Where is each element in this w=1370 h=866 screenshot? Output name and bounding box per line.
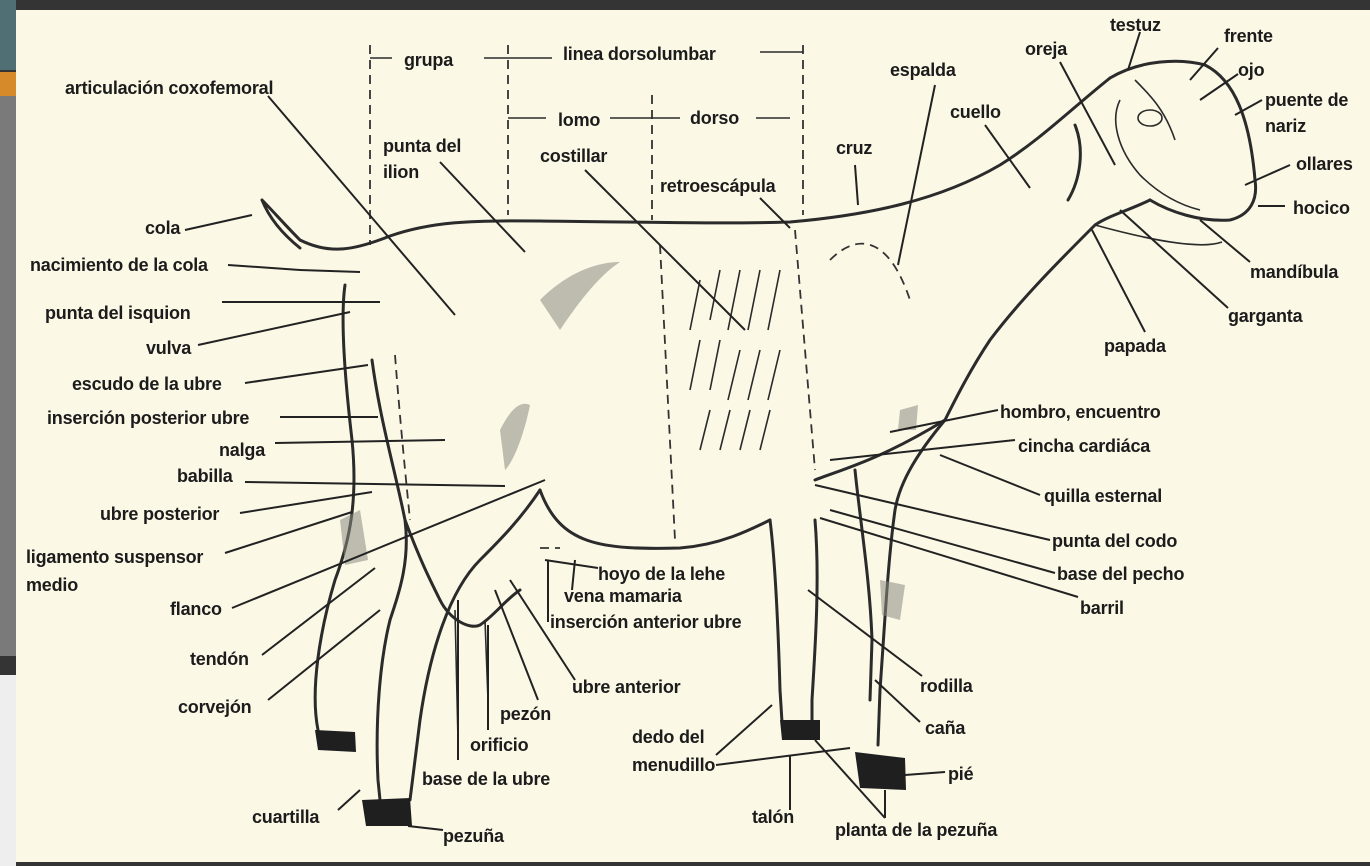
label-barril: barril [1080,598,1124,618]
body-region-lines [395,230,910,548]
label-retroescapula: retroescápula [660,176,777,196]
label-pezuna: pezuña [443,826,505,846]
label-punta-del-ilion-2: ilion [383,162,419,182]
label-ligamento-2: medio [26,575,78,595]
label-oreja: oreja [1025,39,1068,59]
label-cincha-cardiaca: cincha cardiáca [1018,436,1151,456]
label-insercion-anterior: inserción anterior ubre [550,612,742,632]
label-papada: papada [1104,336,1167,356]
label-dedo-2: menudillo [632,755,715,775]
label-planta-pezuna: planta de la pezuña [835,820,998,840]
label-costillar: costillar [540,146,607,166]
label-escudo-ubre: escudo de la ubre [72,374,222,394]
label-hocico: hocico [1293,198,1350,218]
label-punta-del-ilion-1: punta del [383,136,461,156]
label-mandibula: mandíbula [1250,262,1339,282]
label-flanco: flanco [170,599,222,619]
label-ubre-posterior: ubre posterior [100,504,219,524]
label-dorso: dorso [690,108,739,128]
label-tendon: tendón [190,649,249,669]
label-cola: cola [145,218,181,238]
label-grupa: grupa [404,50,454,70]
label-ubre-anterior: ubre anterior [572,677,681,697]
label-lomo: lomo [558,110,600,130]
label-espalda: espalda [890,60,957,80]
label-hombro-encuentro: hombro, encuentro [1000,402,1161,422]
label-nalga: nalga [219,440,266,460]
label-vena-mamaria: vena mamaria [564,586,683,606]
label-frente: frente [1224,26,1273,46]
label-punta-isquion: punta del isquion [45,303,191,323]
anatomy-labels: grupa linea dorsolumbar lomo dorso artic… [26,15,1353,846]
label-cuartilla: cuartilla [252,807,320,827]
label-linea-dorsolumbar: linea dorsolumbar [563,44,716,64]
label-ollares: ollares [1296,154,1353,174]
label-talon: talón [752,807,794,827]
label-corvejon: corvejón [178,697,251,717]
label-orificio: orificio [470,735,529,755]
label-ligamento-1: ligamento suspensor [26,547,203,567]
label-garganta: garganta [1228,306,1304,326]
label-nacimiento-cola: nacimiento de la cola [30,255,209,275]
label-base-pecho: base del pecho [1057,564,1184,584]
label-cuello: cuello [950,102,1001,122]
label-puente-nariz-1: puente de [1265,90,1348,110]
label-testuz: testuz [1110,15,1161,35]
label-ojo: ojo [1238,60,1265,80]
label-rodilla: rodilla [920,676,974,696]
label-cruz: cruz [836,138,872,158]
label-vulva: vulva [146,338,192,358]
label-cana: caña [925,718,966,738]
label-pie: pié [948,764,974,784]
label-punta-codo: punta del codo [1052,531,1177,551]
label-insercion-posterior: inserción posterior ubre [47,408,249,428]
label-articulacion-coxofemoral: articulación coxofemoral [65,78,273,98]
label-dedo-1: dedo del [632,727,704,747]
label-babilla: babilla [177,466,234,486]
label-puente-nariz-2: nariz [1265,116,1306,136]
label-pezon: pezón [500,704,551,724]
label-quilla-esternal: quilla esternal [1044,486,1162,506]
label-hoyo-leche: hoyo de la lehe [598,564,725,584]
label-base-ubre: base de la ubre [422,769,550,789]
